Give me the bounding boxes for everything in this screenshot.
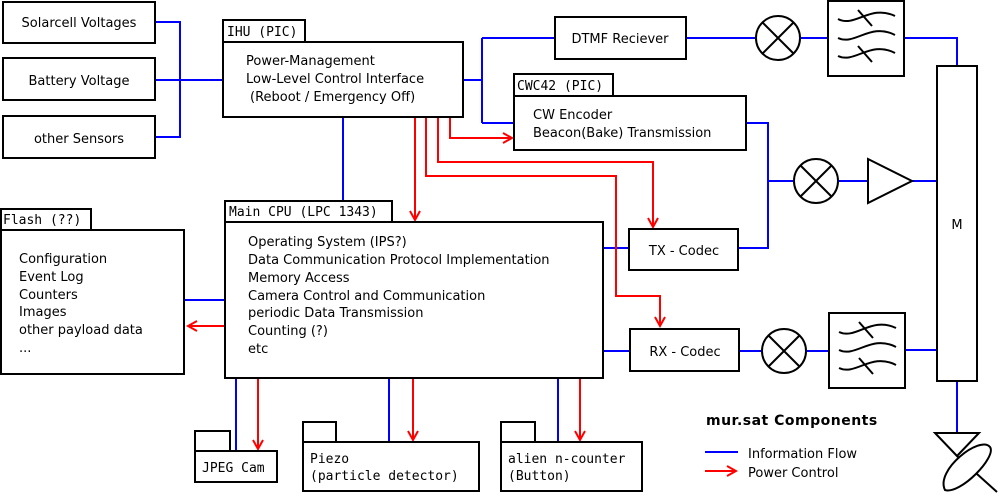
ihu-line: Power-Management bbox=[246, 54, 375, 69]
alien-counter-label: alien n-counter bbox=[508, 452, 626, 467]
main-cpu-label: Main CPU (LPC 1343) bbox=[229, 205, 378, 220]
sensor-label: other Sensors bbox=[34, 132, 124, 147]
rx-codec: RX - Codec bbox=[629, 328, 740, 372]
flash-line: Configuration bbox=[19, 252, 107, 267]
mixer-icon bbox=[755, 15, 801, 61]
ihu-line: Low-Level Control Interface bbox=[246, 72, 424, 87]
legend-information-label: Information Flow bbox=[748, 447, 857, 462]
alien-counter-payload: alien n-counter (Button) bbox=[500, 421, 643, 492]
cwc42-line: CW Encoder bbox=[533, 108, 613, 123]
mixer-icon bbox=[761, 328, 807, 374]
ihu-line: (Reboot / Emergency Off) bbox=[250, 90, 415, 105]
flash-line: other payload data bbox=[19, 323, 143, 338]
flash-block: Flash (??) Configuration Event Log Count… bbox=[0, 208, 185, 375]
sensor-battery: Battery Voltage bbox=[2, 57, 156, 101]
amplifier-icon bbox=[867, 157, 915, 205]
flash-line: Event Log bbox=[19, 270, 84, 285]
main-cpu-block: Main CPU (LPC 1343) Operating System (IP… bbox=[224, 200, 604, 379]
power-control-lines bbox=[188, 117, 660, 449]
cpu-line: Camera Control and Communication bbox=[248, 289, 485, 304]
flash-line: Counters bbox=[19, 288, 78, 303]
rx-codec-label: RX - Codec bbox=[649, 345, 720, 360]
cpu-line: Counting (?) bbox=[248, 324, 328, 339]
sensor-other: other Sensors bbox=[2, 115, 156, 159]
sensor-solarcell: Solarcell Voltages bbox=[2, 1, 156, 44]
legend: mur.sat Components Information Flow Powe… bbox=[705, 413, 878, 481]
cpu-line: periodic Data Transmission bbox=[248, 306, 423, 321]
ihu-block: IHU (PIC) Power-Management Low-Level Con… bbox=[222, 19, 464, 118]
mixer-icon bbox=[793, 158, 839, 204]
information-flow-lines bbox=[155, 21, 958, 451]
multiplexer-block: M bbox=[936, 65, 978, 382]
filter-icon bbox=[828, 312, 906, 389]
cwc42-label: CWC42 (PIC) bbox=[517, 79, 603, 94]
flash-line: ... bbox=[19, 341, 31, 356]
filter-icon bbox=[827, 0, 905, 77]
antenna-dish-icon bbox=[932, 432, 998, 493]
alien-counter-label: (Button) bbox=[508, 469, 571, 484]
ihu-label: IHU (PIC) bbox=[227, 25, 297, 40]
cpu-line: Data Communication Protocol Implementati… bbox=[248, 253, 550, 268]
sensor-label: Solarcell Voltages bbox=[22, 16, 137, 31]
piezo-label: Piezo bbox=[310, 452, 349, 467]
cpu-line: Operating System (IPS?) bbox=[248, 235, 407, 250]
cpu-line: etc bbox=[248, 342, 268, 357]
jpeg-cam-label: JPEG Cam bbox=[202, 461, 265, 476]
flash-line: Images bbox=[19, 305, 67, 320]
cwc42-line: Beacon(Bake) Transmission bbox=[533, 126, 711, 141]
cwc42-block: CWC42 (PIC) CW Encoder Beacon(Bake) Tran… bbox=[513, 73, 747, 151]
dtmf-receiver: DTMF Reciever bbox=[554, 16, 687, 60]
tx-codec-label: TX - Codec bbox=[648, 244, 719, 259]
jpeg-cam-payload: JPEG Cam bbox=[194, 430, 278, 483]
dtmf-label: DTMF Reciever bbox=[571, 32, 669, 47]
cpu-line: Memory Access bbox=[248, 271, 350, 286]
legend-title: mur.sat Components bbox=[706, 413, 878, 429]
tx-codec: TX - Codec bbox=[628, 228, 739, 271]
piezo-payload: Piezo (particle detector) bbox=[302, 421, 480, 492]
piezo-label: (particle detector) bbox=[310, 469, 459, 484]
flash-label: Flash (??) bbox=[3, 213, 81, 228]
sensor-label: Battery Voltage bbox=[28, 74, 129, 89]
legend-power-label: Power Control bbox=[748, 466, 838, 481]
multiplexer-label: M bbox=[951, 218, 962, 233]
